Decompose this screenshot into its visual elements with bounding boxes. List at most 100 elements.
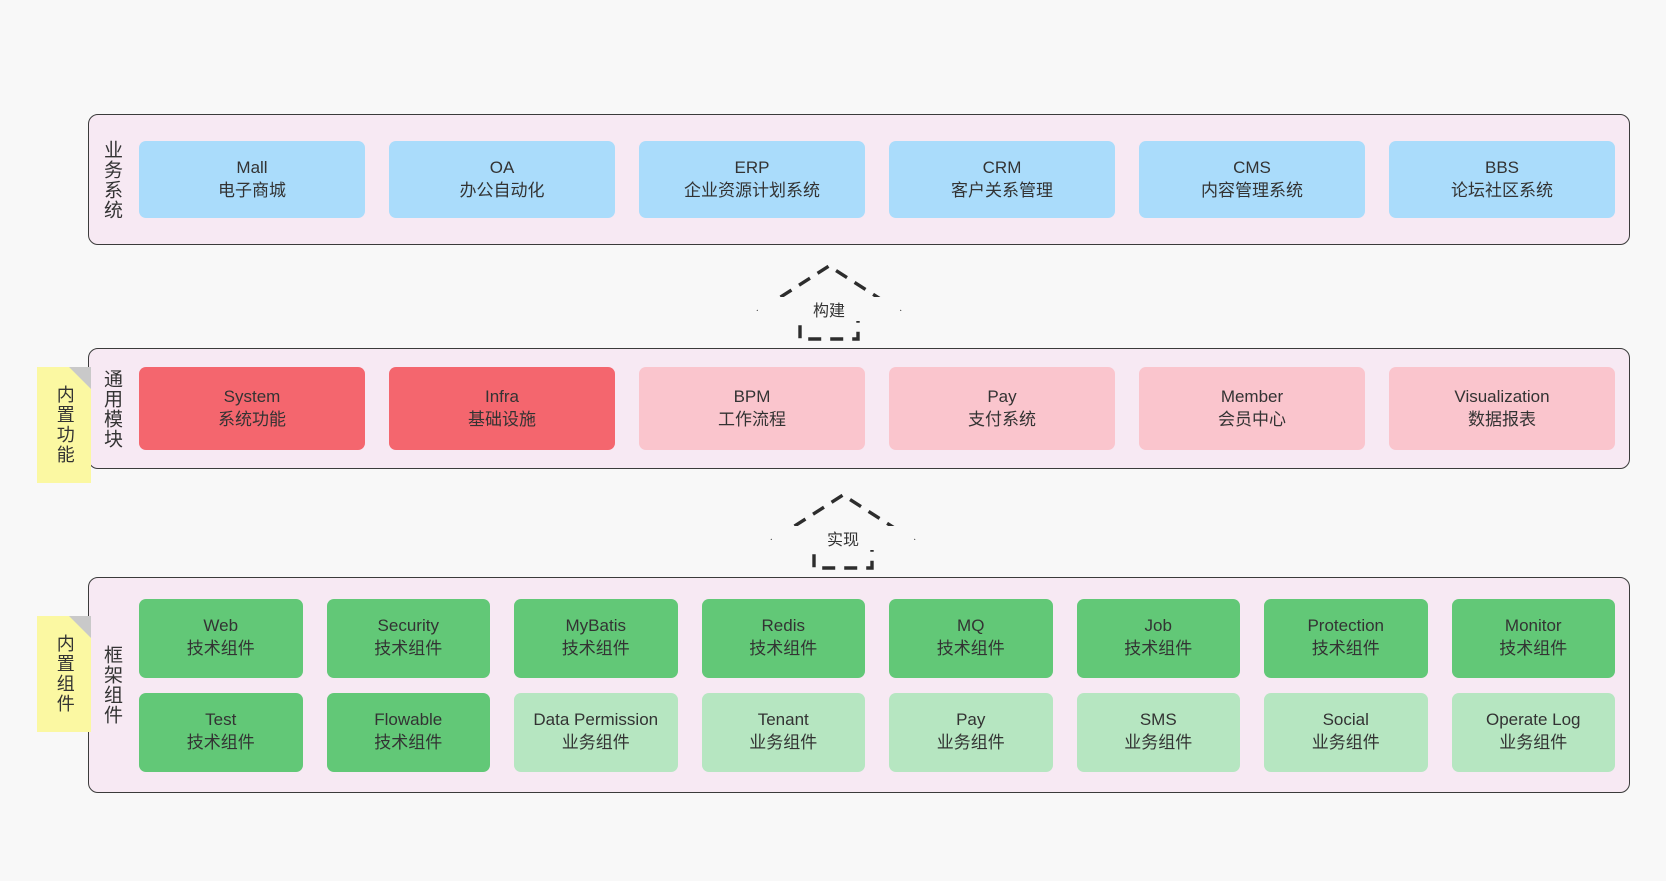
card-title: CRM xyxy=(982,157,1022,177)
card-subtitle: 系统功能 xyxy=(218,409,286,429)
layer-common-module: 通用模块 System 系统功能 Infra 基础设施 BPM 工作流程 Pay… xyxy=(88,348,1630,469)
card-crm[interactable]: CRM 客户关系管理 xyxy=(889,141,1115,218)
card-subtitle: 技术组件 xyxy=(1124,639,1193,658)
note-builtin-function: 内置功能 xyxy=(37,367,91,483)
card-job[interactable]: Job 技术组件 xyxy=(1076,598,1240,678)
layer-body-common-module: System 系统功能 Infra 基础设施 BPM 工作流程 Pay 支付系统… xyxy=(133,349,1629,468)
card-system[interactable]: System 系统功能 xyxy=(139,367,365,450)
card-subtitle: 电子商城 xyxy=(218,180,286,200)
card-monitor[interactable]: Monitor 技术组件 xyxy=(1451,598,1615,678)
card-subtitle: 支付系统 xyxy=(968,409,1036,429)
card-subtitle: 业务组件 xyxy=(936,733,1005,752)
card-row: Mall 电子商城 OA 办公自动化 ERP 企业资源计划系统 CRM 客户关系… xyxy=(139,141,1615,218)
layer-framework-component: 框架组件 Web 技术组件 Security 技术组件 MyBatis 技术组件… xyxy=(88,577,1630,793)
card-subtitle: 技术组件 xyxy=(749,639,818,658)
card-erp[interactable]: ERP 企业资源计划系统 xyxy=(639,141,865,218)
card-tenant[interactable]: Tenant 业务组件 xyxy=(701,692,865,772)
card-bbs[interactable]: BBS 论坛社区系统 xyxy=(1389,141,1615,218)
card-title: Operate Log xyxy=(1485,710,1581,730)
card-title: Tenant xyxy=(757,710,809,730)
card-title: Pay xyxy=(956,710,986,730)
card-title: Flowable xyxy=(374,710,443,730)
connector-build-label: 构建 xyxy=(758,297,900,321)
layer-business-system: 业务系统 Mall 电子商城 OA 办公自动化 ERP 企业资源计划系统 CRM… xyxy=(88,114,1630,245)
note-label: 内置组件 xyxy=(54,634,75,714)
card-title: Social xyxy=(1322,710,1369,730)
card-bpm[interactable]: BPM 工作流程 xyxy=(639,367,865,450)
card-title: Job xyxy=(1144,616,1172,636)
layer-body-framework-component: Web 技术组件 Security 技术组件 MyBatis 技术组件 Redi… xyxy=(133,578,1629,792)
card-subtitle: 基础设施 xyxy=(468,409,536,429)
card-subtitle: 业务组件 xyxy=(1124,733,1193,752)
card-mybatis[interactable]: MyBatis 技术组件 xyxy=(514,598,678,678)
card-subtitle: 客户关系管理 xyxy=(951,180,1053,200)
card-subtitle: 技术组件 xyxy=(1499,639,1568,658)
card-title: Web xyxy=(203,616,239,636)
card-cms[interactable]: CMS 内容管理系统 xyxy=(1139,141,1365,218)
card-title: CMS xyxy=(1233,157,1271,177)
card-title: Mall xyxy=(236,157,268,177)
note-label: 内置功能 xyxy=(54,385,75,465)
card-title: Infra xyxy=(484,386,520,406)
card-subtitle: 业务组件 xyxy=(749,733,818,752)
card-social[interactable]: Social 业务组件 xyxy=(1264,692,1428,772)
connector-implement-label: 实现 xyxy=(772,526,914,550)
card-subtitle: 技术组件 xyxy=(186,639,255,658)
card-subtitle: 论坛社区系统 xyxy=(1451,180,1553,200)
card-mall[interactable]: Mall 电子商城 xyxy=(139,141,365,218)
card-title: Redis xyxy=(761,616,805,636)
card-title: Data Permission xyxy=(533,710,659,730)
note-fold-corner-icon xyxy=(69,616,91,638)
card-subtitle: 技术组件 xyxy=(186,733,255,752)
card-visualization[interactable]: Visualization 数据报表 xyxy=(1389,367,1615,450)
layer-title-business-system: 业务系统 xyxy=(101,139,123,220)
card-subtitle: 业务组件 xyxy=(1311,733,1380,752)
card-title: SMS xyxy=(1139,710,1177,730)
card-data-permission[interactable]: Data Permission 业务组件 xyxy=(514,692,678,772)
connector-implement: 实现 xyxy=(770,490,916,572)
card-title: BBS xyxy=(1484,157,1520,177)
card-title: Member xyxy=(1220,386,1284,406)
card-title: Test xyxy=(205,710,237,730)
card-title: OA xyxy=(489,157,515,177)
card-subtitle: 技术组件 xyxy=(561,639,630,658)
connector-build: 构建 xyxy=(756,261,902,343)
card-subtitle: 业务组件 xyxy=(561,733,630,752)
card-security[interactable]: Security 技术组件 xyxy=(326,598,490,678)
card-pay[interactable]: Pay 支付系统 xyxy=(889,367,1115,450)
card-subtitle: 技术组件 xyxy=(374,639,443,658)
card-subtitle: 技术组件 xyxy=(374,733,443,752)
card-subtitle: 内容管理系统 xyxy=(1201,180,1303,200)
card-subtitle: 业务组件 xyxy=(1499,733,1568,752)
card-title: MQ xyxy=(957,616,985,636)
card-protection[interactable]: Protection 技术组件 xyxy=(1264,598,1428,678)
card-subtitle: 会员中心 xyxy=(1218,409,1286,429)
note-builtin-component: 内置组件 xyxy=(37,616,91,732)
card-member[interactable]: Member 会员中心 xyxy=(1139,367,1365,450)
card-title: Protection xyxy=(1307,616,1385,636)
card-title: ERP xyxy=(734,157,770,177)
card-mq[interactable]: MQ 技术组件 xyxy=(889,598,1053,678)
card-test[interactable]: Test 技术组件 xyxy=(139,692,303,772)
card-flowable[interactable]: Flowable 技术组件 xyxy=(326,692,490,772)
card-subtitle: 技术组件 xyxy=(1311,639,1380,658)
card-title: BPM xyxy=(733,386,771,406)
card-sms[interactable]: SMS 业务组件 xyxy=(1076,692,1240,772)
card-web[interactable]: Web 技术组件 xyxy=(139,598,303,678)
card-oa[interactable]: OA 办公自动化 xyxy=(389,141,615,218)
card-subtitle: 技术组件 xyxy=(936,639,1005,658)
card-infra[interactable]: Infra 基础设施 xyxy=(389,367,615,450)
card-title: MyBatis xyxy=(565,616,626,636)
card-redis[interactable]: Redis 技术组件 xyxy=(701,598,865,678)
layer-body-business-system: Mall 电子商城 OA 办公自动化 ERP 企业资源计划系统 CRM 客户关系… xyxy=(133,115,1629,244)
card-subtitle: 办公自动化 xyxy=(459,180,545,200)
card-subtitle: 数据报表 xyxy=(1468,409,1536,429)
card-pay-biz[interactable]: Pay 业务组件 xyxy=(889,692,1053,772)
note-fold-corner-icon xyxy=(69,367,91,389)
card-operate-log[interactable]: Operate Log 业务组件 xyxy=(1451,692,1615,772)
card-row: Test 技术组件 Flowable 技术组件 Data Permission … xyxy=(139,692,1615,772)
layer-title-framework-component: 框架组件 xyxy=(101,645,123,725)
card-subtitle: 工作流程 xyxy=(718,409,786,429)
layer-title-common-module: 通用模块 xyxy=(101,368,123,449)
